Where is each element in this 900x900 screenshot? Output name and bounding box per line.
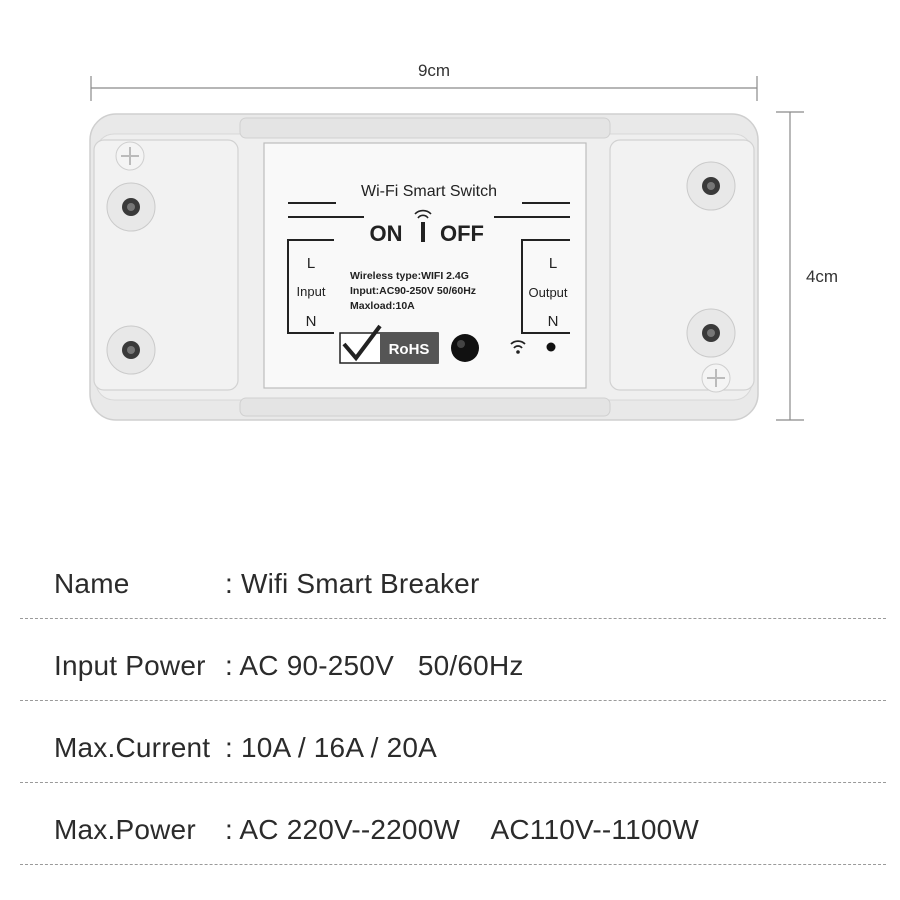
input-terminal-label: Input: [297, 284, 326, 299]
input-spec-text: Input:AC90-250V 50/60Hz: [350, 285, 476, 297]
width-label: 9cm: [418, 61, 450, 80]
maxload-text: Maxload:10A: [350, 300, 415, 312]
product-illustration: 9cm 4cm: [89, 61, 838, 421]
spec-value: : 10A / 16A / 20A: [225, 732, 438, 763]
wireless-type-text: Wireless type:WIFI 2.4G: [350, 270, 469, 282]
terminal-screw-icon: [106, 182, 156, 232]
rohs-badge: RoHS: [339, 324, 439, 364]
spec-row-max-current: Max.Current : 10A / 16A / 20A: [20, 701, 886, 783]
height-dimension: 4cm: [776, 111, 838, 421]
output-n-label: N: [548, 313, 559, 330]
led-indicator-icon: [546, 342, 556, 352]
terminal-screw-icon: [106, 325, 156, 375]
spec-label: Max.Power: [54, 814, 196, 845]
input-l-label: L: [307, 255, 315, 272]
output-l-label: L: [549, 255, 557, 272]
spec-label: Name: [54, 568, 130, 599]
wifi-indicator-icon: [510, 340, 526, 354]
spec-row-input-power: Input Power : AC 90-250V 50/60Hz: [20, 619, 886, 701]
rohs-label: RoHS: [389, 341, 430, 358]
width-dimension: 9cm: [90, 61, 758, 101]
spec-list: Name : Wifi Smart Breaker Input Power : …: [20, 527, 886, 865]
spec-value: : AC 90-250V 50/60Hz: [225, 650, 524, 681]
device-label-panel: Wi-Fi Smart Switch ON OFF L Input N L Ou…: [263, 142, 587, 389]
output-terminal-label: Output: [528, 285, 567, 300]
input-n-label: N: [306, 313, 317, 330]
terminal-screw-icon: [686, 308, 736, 358]
device-title: Wi-Fi Smart Switch: [361, 183, 497, 200]
terminal-screw-icon: [686, 161, 736, 211]
screw-cross-icon: [115, 141, 145, 171]
spec-row-name: Name : Wifi Smart Breaker: [20, 527, 886, 619]
off-label: OFF: [440, 221, 484, 246]
spec-row-max-power: Max.Power : AC 220V--2200W AC110V--1100W: [20, 783, 886, 865]
spec-label: Input Power: [54, 650, 206, 681]
spec-value: : Wifi Smart Breaker: [225, 568, 480, 599]
wifi-signal-icon: [414, 209, 432, 242]
reset-button-icon: [451, 334, 479, 362]
screw-cross-icon: [701, 363, 731, 393]
spec-label: Max.Current: [54, 732, 211, 763]
on-label: ON: [370, 221, 403, 246]
spec-value: : AC 220V--2200W AC110V--1100W: [225, 814, 700, 845]
height-label: 4cm: [806, 267, 838, 286]
